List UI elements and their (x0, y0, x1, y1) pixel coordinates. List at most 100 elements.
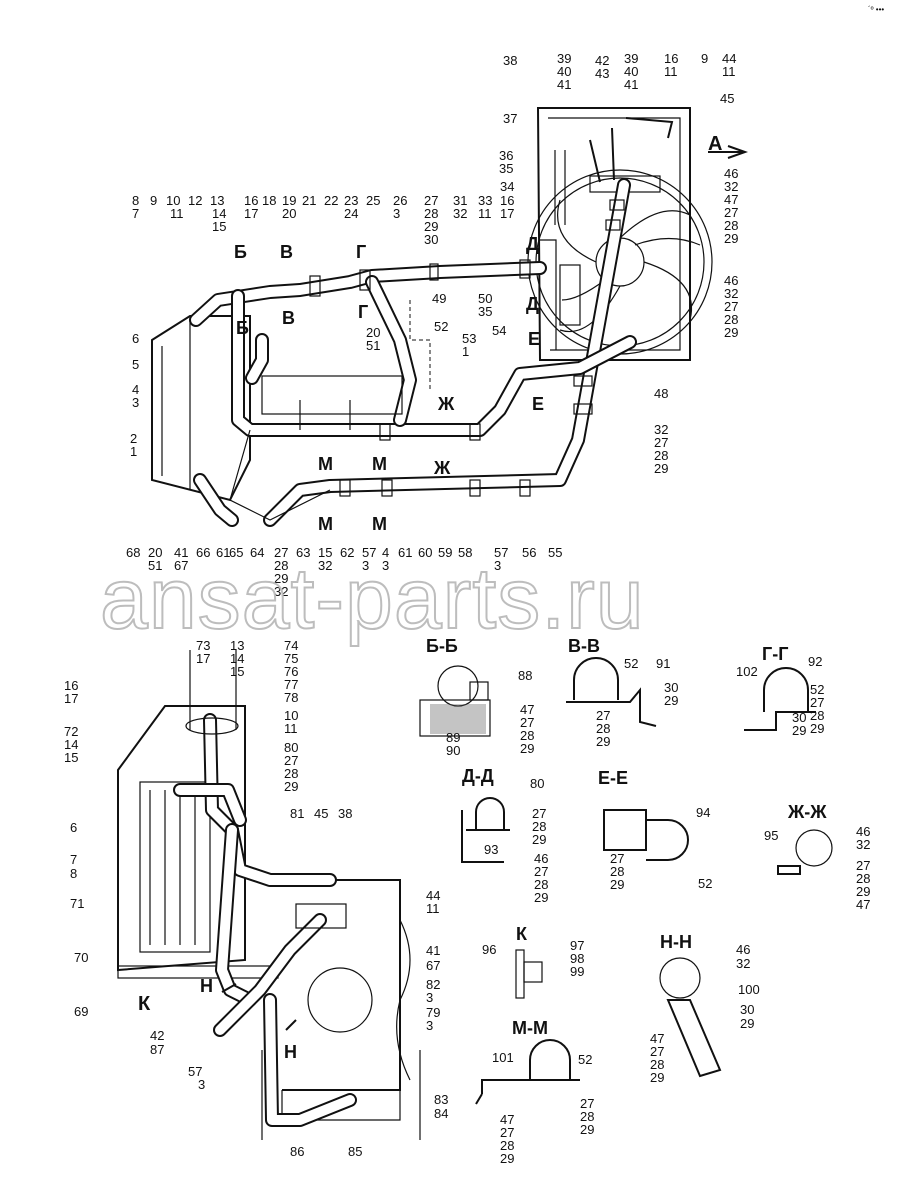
main-callout-87: 61 (216, 545, 230, 560)
k-callout-30: 11 (426, 901, 440, 916)
gg-clamp (763, 667, 809, 712)
main-callout-37: 19 (282, 193, 296, 208)
k-callout-0: 73 (196, 638, 210, 653)
section-callout-27: 46 (534, 851, 548, 866)
main-callout-103: 60 (418, 545, 432, 560)
main-callout-29: 11 (170, 206, 184, 221)
main-callout-26: 7 (132, 206, 139, 221)
main-callout-56: 49 (432, 291, 446, 306)
main-callout-72: 1 (462, 344, 469, 359)
frame-lines (229, 429, 331, 521)
section-callout-37: 46 (856, 824, 870, 839)
vv-bracket (566, 687, 657, 727)
section-callout-1: 47 (520, 702, 534, 717)
k-callout-31: 41 (426, 943, 440, 958)
section-callout-58: 47 (500, 1112, 514, 1127)
section-callout-46: 99 (570, 964, 584, 979)
section-callout-24: 28 (532, 819, 546, 834)
main-callout-3: 41 (557, 77, 571, 92)
main-callout-61: 27 (724, 299, 738, 314)
main-callout-84: 41 (174, 545, 188, 560)
main-callout-92: 29 (274, 571, 288, 586)
main-callout-45: 3 (393, 206, 400, 221)
main-callout-21: 47 (724, 192, 738, 207)
section-callout-22: 80 (530, 776, 544, 791)
main-callout-85: 67 (174, 558, 188, 573)
bb-bolt (469, 681, 489, 701)
nn-bracket (666, 999, 722, 1078)
k-callout-15: 10 (284, 708, 298, 723)
main-callout-25: 8 (132, 193, 139, 208)
section-title-vv: В-В (568, 636, 600, 656)
main-callout-107: 3 (494, 558, 501, 573)
section-title-bb: Б-Б (426, 636, 458, 656)
k-callout-32: 67 (426, 958, 440, 973)
k-callout-17: 80 (284, 740, 298, 755)
section-callout-10: 29 (664, 693, 678, 708)
main-callout-104: 59 (438, 545, 452, 560)
section-callout-28: 27 (534, 864, 548, 879)
k-callout-44: 86 (290, 1144, 304, 1159)
main-callout-78: 27 (654, 435, 668, 450)
section-callout-14: 92 (808, 654, 822, 669)
k-callout-7: 76 (284, 664, 298, 679)
k-callout-11: 17 (64, 691, 78, 706)
main-callout-60: 32 (724, 286, 738, 301)
section-callout-48: 32 (736, 956, 750, 971)
main-assembly-view (151, 107, 713, 527)
main-callout-27: 9 (150, 193, 157, 208)
section-callout-52: 47 (650, 1031, 664, 1046)
main-callout-36: 18 (262, 193, 276, 208)
expansion-tank-pipe (554, 150, 566, 225)
section-letter-d-top: Д (526, 234, 539, 254)
section-letter-v-top: В (280, 242, 293, 262)
main-callout-76: 1 (130, 444, 137, 459)
k-sump (281, 1090, 401, 1121)
k-detail-bolt (523, 961, 543, 983)
main-callout-108: 56 (522, 545, 536, 560)
section-callout-42: 47 (856, 897, 870, 912)
main-callout-42: 24 (344, 206, 358, 221)
section-letter-m1-bottom: М (318, 514, 333, 534)
corner-mark: ´º ••• (868, 5, 884, 14)
section-letter-n-top: Н (200, 976, 213, 996)
n-section-arrows (221, 983, 297, 1031)
main-callout-40: 22 (324, 193, 338, 208)
k-detail-plate (515, 949, 525, 999)
section-callout-62: 27 (580, 1096, 594, 1111)
main-callout-57: 50 (478, 291, 492, 306)
k-callout-24: 6 (70, 820, 77, 835)
main-callout-35: 17 (244, 206, 258, 221)
section-callout-59: 27 (500, 1125, 514, 1140)
main-callout-43: 25 (366, 193, 380, 208)
section-callout-36: 95 (764, 828, 778, 843)
main-callout-34: 16 (244, 193, 258, 208)
k-callout-18: 27 (284, 753, 298, 768)
top-hoses (589, 117, 674, 183)
main-callout-71: 53 (462, 331, 476, 346)
main-callout-0: 38 (503, 53, 517, 68)
main-callout-64: 6 (132, 331, 139, 346)
main-callout-100: 4 (382, 545, 389, 560)
main-callout-59: 46 (724, 273, 738, 288)
k-callout-8: 77 (284, 677, 298, 692)
section-callout-63: 28 (580, 1109, 594, 1124)
section-title-nn: Н-Н (660, 932, 692, 952)
bb-hatch (430, 704, 486, 734)
section-letter-v-bottom: В (282, 308, 295, 328)
dd-bracket (461, 810, 510, 863)
k-radiator-core (139, 781, 211, 953)
k-callout-25: 7 (70, 852, 77, 867)
k-callout-2: 13 (230, 638, 244, 653)
main-callout-17: 35 (499, 161, 513, 176)
main-callout-96: 32 (318, 558, 332, 573)
main-callout-41: 23 (344, 193, 358, 208)
section-callout-5: 89 (446, 730, 460, 745)
section-letter-b-bottom: Б (236, 318, 249, 338)
k-callout-10: 16 (64, 678, 78, 693)
view-arrow-a (708, 145, 749, 159)
main-callout-58: 35 (478, 304, 492, 319)
k-callout-33: 82 (426, 977, 440, 992)
k-callout-6: 75 (284, 651, 298, 666)
